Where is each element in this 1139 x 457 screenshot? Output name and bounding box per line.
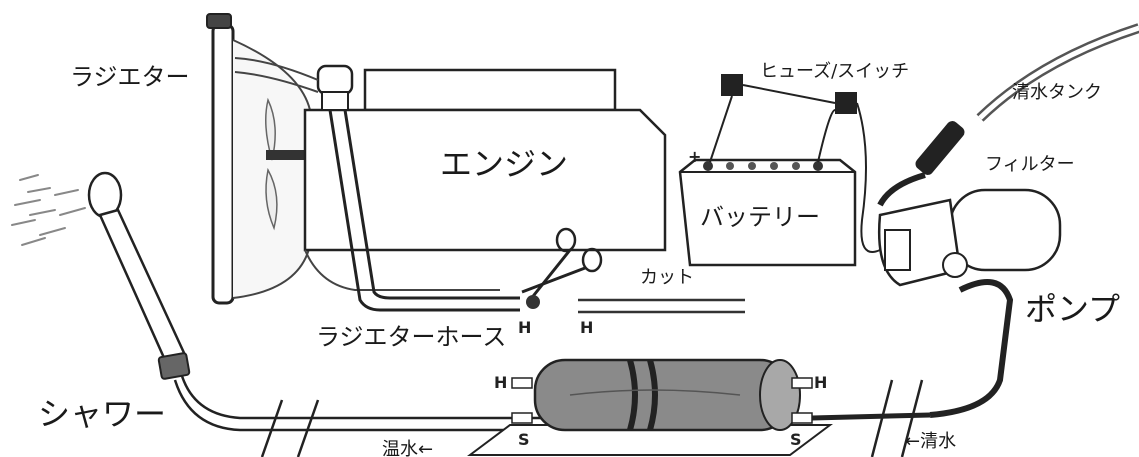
label-cut: カット — [640, 267, 694, 288]
radiator — [206, 13, 311, 305]
label-battery: バッテリー — [700, 203, 820, 231]
marker-s-heater-right: S — [790, 430, 802, 449]
shower-hose — [180, 375, 560, 420]
marker-h-heater-left: H — [494, 373, 507, 392]
break-marks — [260, 379, 924, 457]
marker-s-heater-left: S — [518, 430, 530, 449]
engine — [234, 57, 667, 312]
label-filter: フィルター — [985, 154, 1075, 175]
battery — [678, 158, 857, 267]
water-spray — [11, 174, 86, 246]
label-fresh-water: ←清水 — [905, 431, 956, 452]
label-fuse-switch: ヒューズ/スイッチ — [760, 61, 909, 82]
label-radiator-hose: ラジエターホース — [316, 323, 506, 351]
fuse-switch-wiring — [709, 74, 881, 253]
fresh-water-line — [811, 412, 931, 421]
water-heater — [467, 358, 833, 456]
marker-h-radiator-hose: H — [518, 318, 531, 337]
label-shower: シャワー — [38, 395, 166, 433]
scissors-icon — [521, 227, 603, 309]
pump — [878, 188, 1062, 418]
marker-h-cut-hose: H — [580, 318, 593, 337]
shower-head — [87, 171, 191, 380]
label-radiator: ラジエター — [70, 63, 190, 91]
marker-battery-plus: + — [688, 147, 701, 166]
label-fresh-water-tank: 清水タンク — [1012, 82, 1102, 103]
label-engine: エンジン — [440, 145, 568, 183]
label-pump: ポンプ — [1025, 290, 1120, 328]
marker-h-heater-right: H — [814, 373, 827, 392]
label-hot-water: 温水← — [382, 439, 433, 457]
tank-hose — [877, 23, 1139, 207]
cut-hose-segment — [578, 298, 745, 314]
